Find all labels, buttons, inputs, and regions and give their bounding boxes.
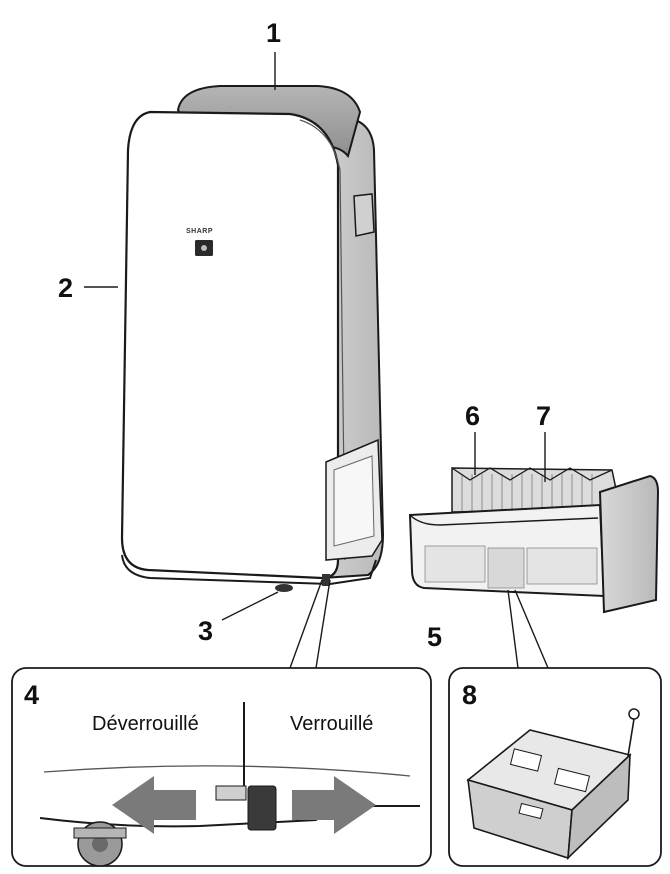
callout-8: 8 [462, 680, 477, 710]
label-locked: Verrouillé [290, 713, 373, 735]
cartridge-window [518, 802, 544, 820]
detail-box-caster-lock: 4 Déverrouillé Verrouillé [11, 667, 432, 867]
filter-frame-top [451, 467, 613, 481]
unlock-arrow-icon [112, 776, 196, 834]
tank-panel-mid [487, 547, 525, 589]
tank-opening-inner [333, 455, 375, 547]
callout-2: 2 [58, 273, 73, 303]
tank-side-cap [598, 474, 660, 614]
brand-logo: SHARP [186, 228, 213, 235]
side-handle [353, 193, 375, 237]
callout-1: 1 [266, 18, 281, 48]
humidifier-unit: SHARP [120, 85, 385, 592]
cartridge-slot-1 [509, 748, 543, 772]
tank-rim [409, 514, 599, 526]
callout-5: 5 [427, 622, 442, 652]
sensor-dot-icon [201, 245, 207, 251]
cartridge-side [567, 753, 631, 861]
callout-7: 7 [536, 401, 551, 431]
caster-wheel-cover [73, 827, 127, 839]
callout-4: 4 [24, 680, 39, 710]
front-cover-edge [299, 119, 346, 561]
tank-panel-right [526, 547, 598, 585]
unit-base [121, 554, 377, 586]
caster-wheel [275, 584, 293, 592]
callout-lines [84, 52, 549, 669]
tank-panel-left [424, 545, 486, 583]
callout-6: 6 [465, 401, 480, 431]
cartridge-hook-arm [627, 718, 635, 757]
callout-3: 3 [198, 616, 213, 646]
detail-4-floor-line [43, 765, 411, 777]
lock-arrow-icon [292, 776, 376, 834]
water-tank-assembly [408, 467, 660, 614]
detail-4-base-line [39, 805, 420, 828]
caster-lock-lever [322, 574, 330, 586]
lever-bracket [215, 785, 247, 801]
cartridge-slot-2 [553, 767, 591, 793]
detail-box-tank-cap: 8 [448, 667, 662, 867]
caster-wheel-hub [92, 836, 108, 852]
front-cover [120, 110, 340, 580]
label-unlocked: Déverrouillé [92, 713, 199, 735]
caster-lock-knob [247, 785, 277, 831]
cartridge-hook [628, 708, 640, 720]
